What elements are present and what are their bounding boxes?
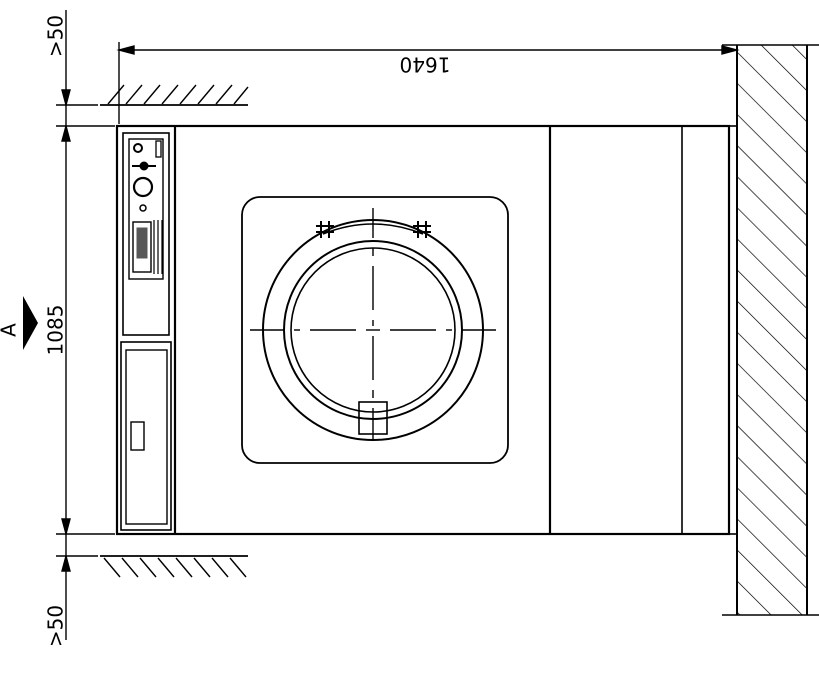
width-dimension xyxy=(116,42,740,124)
height-dimension xyxy=(56,10,115,640)
bottom-wall-hatch xyxy=(100,555,248,578)
top-wall-hatch xyxy=(100,84,249,106)
width-dimension-label: 1640 xyxy=(400,53,451,77)
side-marker-arrow xyxy=(23,296,38,350)
top-clearance-label: >50 xyxy=(44,15,68,57)
machine-body xyxy=(115,124,737,536)
door-hinges xyxy=(316,221,431,238)
center-lines xyxy=(250,208,496,440)
control-panel xyxy=(122,132,170,336)
lower-drawer xyxy=(120,341,172,531)
height-dimension-label: 1085 xyxy=(44,305,68,356)
bottom-clearance-label: >50 xyxy=(44,605,68,647)
side-marker-label: A xyxy=(0,323,21,337)
right-wall xyxy=(722,44,819,616)
